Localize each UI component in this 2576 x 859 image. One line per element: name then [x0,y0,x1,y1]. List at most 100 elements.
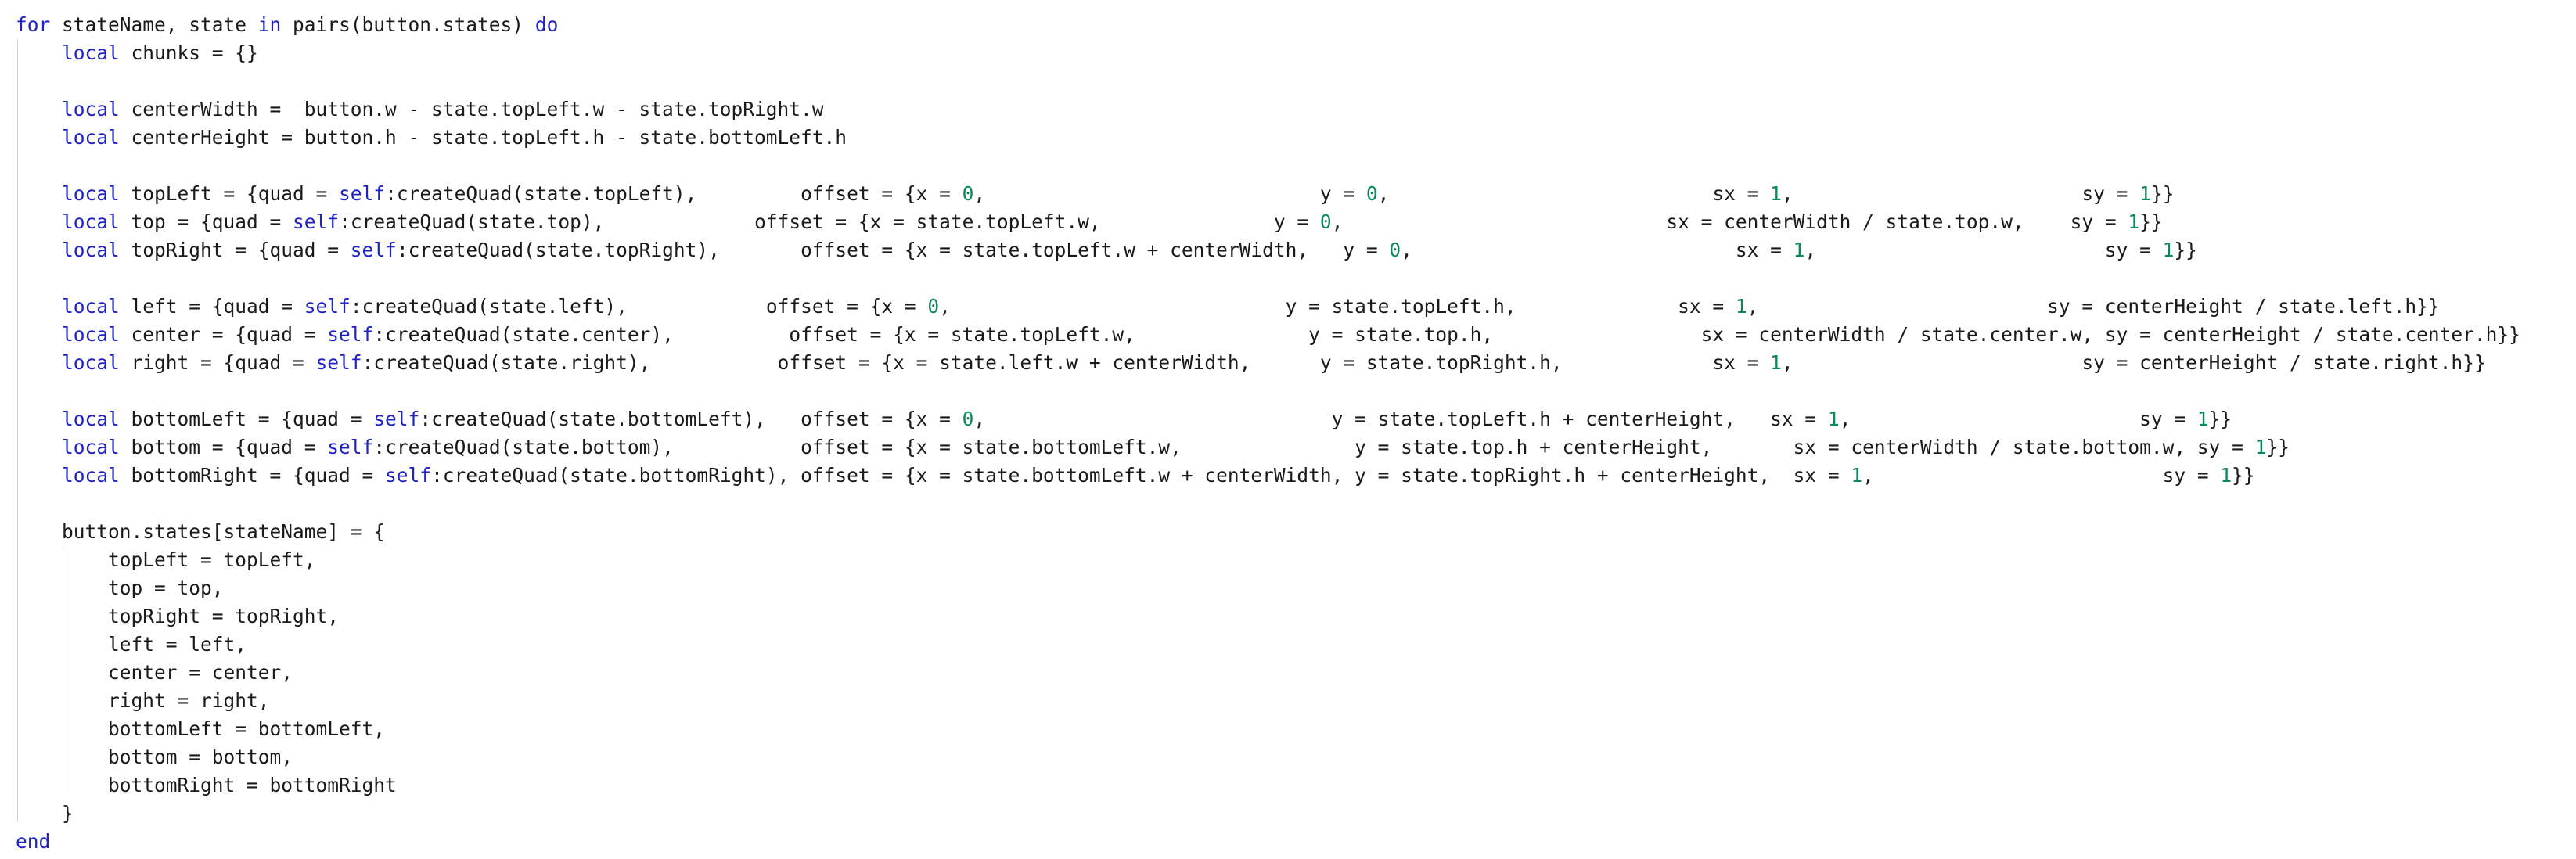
number-token: 1 [2254,436,2267,458]
text-token: topRight = {quad = [119,239,351,261]
text-token: }} [2266,436,2290,458]
text-token [16,351,62,374]
text-token: :createQuad(state.bottomRight), offset =… [431,464,1851,487]
keyword-token: local [62,210,120,233]
number-token: 0 [1319,210,1332,233]
code-line[interactable]: local bottom = {quad = self:createQuad(s… [16,433,2520,462]
indent-guide [17,39,18,821]
code-line[interactable]: topLeft = topLeft, [16,546,2520,574]
number-token: 1 [1735,295,1747,318]
code-line[interactable] [16,264,2520,293]
code-area[interactable]: for stateName, state in pairs(button.sta… [16,11,2520,856]
code-line[interactable]: bottomRight = bottomRight [16,771,2520,800]
keyword-token: local [62,351,120,374]
self-token: self [315,351,362,374]
text-token [16,182,62,205]
code-line[interactable] [16,377,2520,405]
text-token [16,323,62,346]
keyword-token: local [62,126,120,149]
code-line[interactable]: local right = {quad = self:createQuad(st… [16,349,2520,377]
text-token [16,98,62,120]
text-token: bottom = {quad = [119,436,328,458]
code-line[interactable]: } [16,800,2520,828]
text-token: :createQuad(state.topLeft), offset = {x … [385,182,962,205]
code-line[interactable]: local chunks = {} [16,39,2520,67]
text-token: :createQuad(state.topRight), offset = {x… [396,239,1390,261]
text-token: left = {quad = [119,295,304,318]
code-line[interactable]: local topRight = {quad = self:createQuad… [16,236,2520,264]
text-token: }} [2208,408,2232,430]
number-token: 1 [2196,408,2209,430]
text-token: right = right, [16,689,270,712]
code-line[interactable]: local top = {quad = self:createQuad(stat… [16,208,2520,236]
text-token [16,126,62,149]
number-token: 1 [1793,239,1805,261]
code-line[interactable]: top = top, [16,574,2520,602]
text-token: bottomLeft = {quad = [119,408,374,430]
code-line[interactable]: local left = {quad = self:createQuad(sta… [16,293,2520,321]
text-token [16,408,62,430]
code-line[interactable]: local centerHeight = button.h - state.to… [16,124,2520,152]
text-token: :createQuad(state.center), offset = {x =… [373,323,2520,346]
number-token: 1 [2139,182,2151,205]
code-line[interactable] [16,152,2520,180]
text-token: bottom = bottom, [16,746,293,768]
text-token: pairs(button.states) [281,13,535,36]
text-token: topLeft = topLeft, [16,548,316,571]
keyword-token: local [62,41,120,64]
number-token: 1 [2128,210,2140,233]
text-token: right = {quad = [119,351,316,374]
number-token: 1 [1770,182,1782,205]
text-token: , sy = [1862,464,2221,487]
text-token [16,210,62,233]
text-token: topLeft = {quad = [119,182,340,205]
text-token: :createQuad(state.right), offset = {x = … [362,351,1771,374]
code-line[interactable]: bottom = bottom, [16,743,2520,771]
code-line[interactable]: end [16,828,2520,856]
text-token: :createQuad(state.top), offset = {x = st… [339,210,1320,233]
text-token: }} [2150,182,2175,205]
number-token: 1 [1851,464,1863,487]
code-line[interactable]: right = right, [16,687,2520,715]
keyword-token: local [62,239,120,261]
code-line[interactable]: local bottomRight = {quad = self:createQ… [16,462,2520,490]
self-token: self [304,295,351,318]
number-token: 0 [1389,239,1401,261]
self-token: self [293,210,340,233]
self-token: self [339,182,386,205]
code-line[interactable]: bottomLeft = bottomLeft, [16,715,2520,743]
text-token [16,239,62,261]
keyword-token: local [62,436,120,458]
text-token: , sy = [1804,239,2163,261]
number-token: 1 [1827,408,1840,430]
code-line[interactable]: for stateName, state in pairs(button.sta… [16,11,2520,39]
number-token: 1 [2162,239,2175,261]
text-token: center = {quad = [119,323,328,346]
keyword-token: local [62,464,120,487]
text-token [16,41,62,64]
text-token [16,436,62,458]
text-token: bottomLeft = bottomLeft, [16,717,386,740]
keyword-token: in [257,13,282,36]
code-line[interactable]: local topLeft = {quad = self:createQuad(… [16,180,2520,208]
code-line[interactable]: local center = {quad = self:createQuad(s… [16,321,2520,349]
text-token: , y = [973,182,1366,205]
text-token: button.states[stateName] = { [16,520,386,543]
code-line[interactable]: topRight = topRight, [16,602,2520,631]
keyword-token: local [62,323,120,346]
code-line[interactable]: center = center, [16,659,2520,687]
text-token: , y = state.topLeft.h, sx = [939,295,1736,318]
keyword-token: local [62,295,120,318]
keyword-token: local [62,98,120,120]
code-line[interactable]: left = left, [16,631,2520,659]
code-line[interactable]: local centerWidth = button.w - state.top… [16,95,2520,124]
code-line[interactable] [16,490,2520,518]
text-token: topRight = topRight, [16,605,340,627]
code-line[interactable] [16,67,2520,95]
code-line[interactable]: local bottomLeft = {quad = self:createQu… [16,405,2520,433]
text-token: stateName, state [50,13,258,36]
code-line[interactable]: button.states[stateName] = { [16,518,2520,546]
keyword-token: end [16,830,51,853]
number-token: 0 [927,295,940,318]
